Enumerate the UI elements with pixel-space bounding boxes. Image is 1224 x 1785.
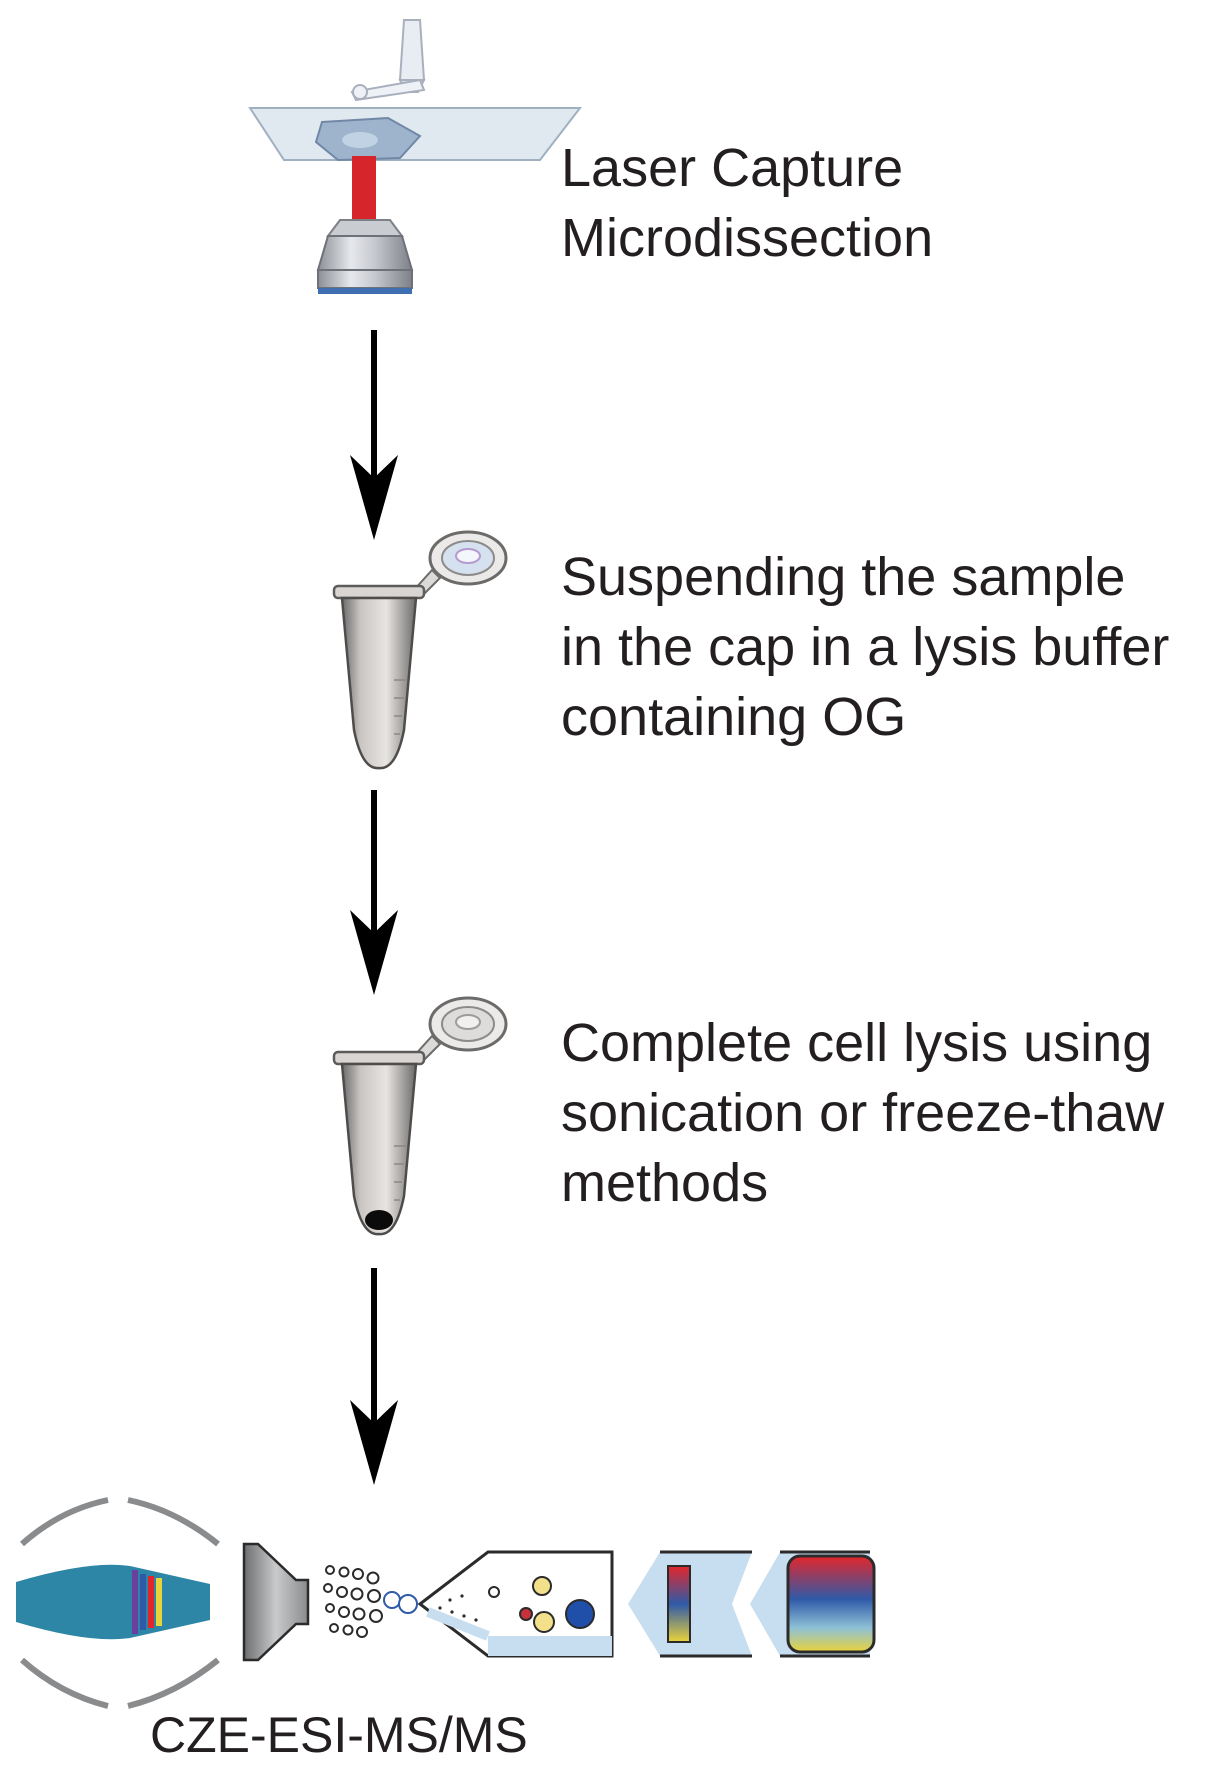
step-1-label: Laser Capture Microdissection — [561, 133, 933, 273]
cze-esi-ms-illustration — [16, 1497, 876, 1709]
cze-esi-ms-label: CZE-ESI-MS/MS — [150, 1707, 528, 1763]
lcm-cap-tube-icon — [350, 19, 426, 102]
sample-reservoir-icon — [750, 1550, 876, 1658]
step-2-line-3: containing OG — [561, 687, 907, 747]
microtube-with-lysate-icon — [332, 996, 508, 1236]
step-3-line-1: Complete cell lysis using — [561, 1013, 1153, 1073]
step-2-line-2: in the cap in a lysis buffer — [561, 617, 1170, 677]
laser-beam — [352, 156, 376, 226]
step-1-line-2: Microdissection — [561, 208, 934, 268]
capillary-emitter-icon — [417, 1550, 614, 1658]
step-2-label: Suspending the sample in the cap in a ly… — [561, 542, 1169, 752]
step-3-label: Complete cell lysis using sonication or … — [561, 1008, 1164, 1218]
flow-arrow-3 — [350, 1268, 398, 1485]
step-1-line-1: Laser Capture — [561, 138, 904, 198]
flow-arrow-1 — [350, 330, 398, 540]
microtube-with-sample-in-cap-icon — [332, 530, 508, 770]
electrospray-droplets-icon — [323, 1565, 418, 1638]
laser-capture-microdissection-illustration — [248, 19, 583, 294]
cell-pellet — [365, 1210, 393, 1230]
step-2-line-1: Suspending the sample — [561, 547, 1126, 607]
objective-lens-icon — [316, 219, 414, 294]
ms-inlet-cone-icon — [242, 1542, 310, 1662]
step-3-line-2: sonication or freeze-thaw — [561, 1083, 1165, 1143]
step-3-line-3: methods — [561, 1153, 769, 1213]
flow-arrow-2 — [350, 790, 398, 995]
mass-analyzer-icon — [16, 1497, 220, 1709]
separation-capillary-icon — [628, 1550, 752, 1658]
